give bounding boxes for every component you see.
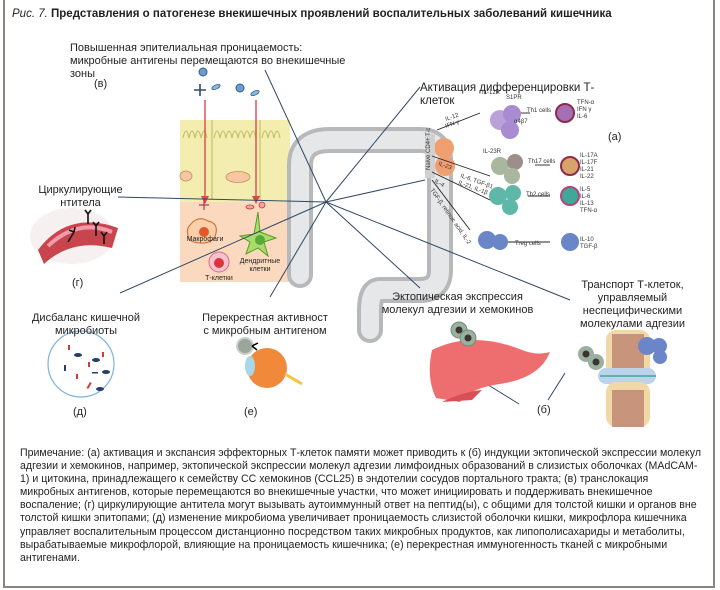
naive-tcell [425, 134, 455, 178]
eye-illustration [236, 337, 303, 388]
cell-nucleus [225, 171, 251, 183]
microbial-antigens [194, 67, 266, 210]
pathogenesis-diagram: IL-12R S1PR α4β7 Th1 cells TFN-α IFN γ I… [30, 67, 667, 427]
svg-text:IFN γ: IFN γ [577, 107, 591, 113]
ectopic-expression-label: Эктопическая экспрессия молекул адгезии … [381, 291, 534, 316]
figure-title: Рис. 7. Представления о патогенезе внеки… [12, 8, 612, 20]
svg-text:Th17 cells: Th17 cells [528, 159, 555, 165]
svg-text:IL-6: IL-6 [577, 114, 588, 120]
svg-text:IL-22: IL-22 [580, 174, 594, 180]
blood-vessel-antibodies [30, 208, 118, 264]
svg-text:IL-17F: IL-17F [580, 160, 598, 166]
macrophages-label: Макрофаги [186, 236, 224, 243]
svg-text:Th1 cells: Th1 cells [527, 108, 551, 114]
dendritic-cells-label: Дендритные клетки [239, 258, 281, 273]
svg-text:IL-5: IL-5 [580, 187, 591, 193]
antibody-icons [67, 209, 108, 244]
epithelial-borders [182, 120, 281, 200]
cell-nucleus [179, 170, 193, 182]
liver-illustration [429, 321, 550, 402]
t-cell [208, 251, 230, 273]
svg-text:TFN-α: TFN-α [580, 208, 598, 214]
svg-text:IL-21: IL-21 [580, 167, 594, 173]
epithelial-cells [180, 120, 290, 202]
svg-text:IL-13: IL-13 [580, 201, 594, 207]
svg-text:Th2 cells: Th2 cells [526, 192, 550, 198]
tcells-label: Т-клетки [205, 275, 233, 282]
svg-text:Naive CD4+ T-c: Naive CD4+ T-c [426, 128, 432, 170]
svg-text:S1PR: S1PR [506, 95, 522, 101]
svg-text:TGF-β: TGF-β [580, 244, 598, 250]
svg-text:Treg cells: Treg cells [515, 241, 541, 247]
tag-b: (б) [537, 404, 551, 416]
svg-text:IL-23R: IL-23R [483, 149, 502, 155]
svg-text:IL-10: IL-10 [580, 237, 594, 243]
connector-lines [117, 69, 571, 405]
microbiota-circle [47, 330, 115, 398]
dysbalance-label: Дисбаланс кишечной микробиоты [31, 312, 141, 337]
figure-number: Рис. 7. [12, 8, 48, 20]
treg-cells [478, 231, 579, 251]
figure-note: Примечание: (а) активация и экспансия эф… [20, 447, 701, 564]
tag-g: (г) [72, 277, 84, 289]
th17-cells [491, 154, 580, 184]
figure-frame [3, 0, 715, 588]
svg-text:IL-6: IL-6 [580, 194, 591, 200]
cross-reactivity-label: Перекрестная активност с микробным антиг… [202, 312, 328, 337]
svg-text:α4β7: α4β7 [514, 119, 528, 125]
tag-d: (д) [73, 406, 87, 418]
dendritic-cell [238, 211, 278, 258]
tag-e: (е) [244, 406, 258, 418]
svg-text:IL-17A: IL-17A [580, 153, 598, 159]
svg-text:IL-4: IL-4 [433, 179, 446, 190]
tcell-arrows [431, 112, 550, 243]
svg-text:TFN-α: TFN-α [577, 100, 595, 106]
th1-cells [490, 103, 575, 139]
tcell-transport-label: Транспорт Т-клеток, управляемый неспециф… [580, 279, 685, 330]
macrophage [186, 218, 217, 244]
svg-text:IFN γ: IFN γ [445, 119, 461, 130]
th2-cells [489, 185, 580, 215]
epithelium-panel [179, 67, 290, 282]
svg-text:IL-12R: IL-12R [482, 90, 501, 96]
joint-illustration [578, 330, 667, 427]
colon-illustration [287, 127, 453, 343]
epithelial-permeability-label: Повышенная эпителиальная проницаемость: … [70, 42, 346, 80]
svg-text:IL-12: IL-12 [445, 112, 461, 123]
circulating-antibodies-label: Циркулирующие нтитела [38, 184, 123, 209]
svg-text:IL-23: IL-23 [437, 161, 453, 172]
tag-v: (в) [94, 78, 108, 90]
tcell-activation-label: Активация дифференцировки Т-клеток [420, 82, 595, 107]
figure-caption: Представления о патогенезе внекишечных п… [51, 8, 612, 20]
tag-a: (а) [608, 131, 622, 143]
